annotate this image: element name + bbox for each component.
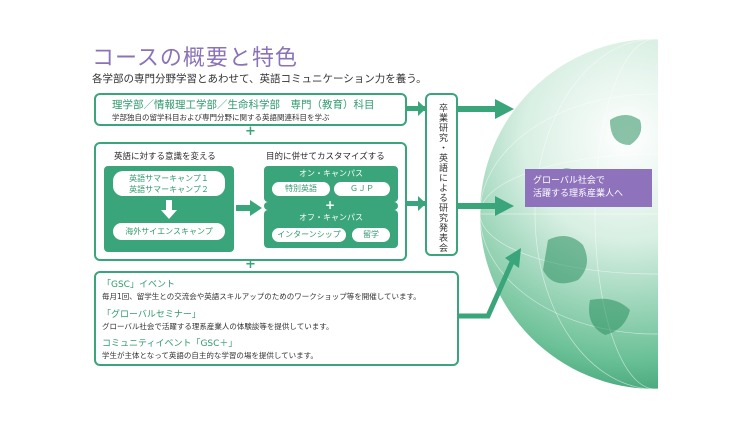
goal-badge: グローバル社会で 活躍する理系産業人へ bbox=[525, 169, 652, 207]
summer-camp-2: 英語サマーキャンプ２ bbox=[129, 185, 209, 194]
on-off-divider bbox=[264, 202, 398, 210]
off-campus-label: オフ・キャンパス bbox=[299, 213, 363, 222]
plus-icon: + bbox=[245, 257, 256, 272]
faculty-courses-box: 理学部／情報理工学部／生命科学部 専門（教育）科目 学部独自の留学科目および専門… bbox=[94, 93, 407, 126]
faculty-courses-title: 理学部／情報理工学部／生命科学部 専門（教育）科目 bbox=[112, 99, 375, 111]
goal-line-2: 活躍する理系産業人へ bbox=[533, 189, 624, 199]
camp-panel: 英語サマーキャンプ１ 英語サマーキャンプ２ 海外サイエンスキャンプ bbox=[104, 166, 234, 252]
gsc-events-box: 「GSC」イベント 毎月1回、留学生との交流会や英語スキルアップのためのワークシ… bbox=[94, 271, 459, 366]
plus-icon: + bbox=[245, 124, 256, 139]
research-presentation-box: 卒業研究・英語による研究発表会 bbox=[425, 93, 458, 256]
plus-icon-divider: + bbox=[325, 198, 336, 212]
awareness-heading: 英語に対する意識を変える bbox=[114, 152, 216, 162]
off-campus-panel: オフ・キャンパス インターンシップ 留学 bbox=[264, 210, 398, 248]
study-abroad-pill[interactable]: 留学 bbox=[352, 228, 390, 242]
global-seminar-desc: グローバル社会で活躍する理系産業人の体験談等を提供しています。 bbox=[102, 322, 334, 331]
on-campus-label: オン・キャンパス bbox=[299, 169, 363, 178]
goal-line-1: グローバル社会で bbox=[533, 176, 605, 186]
customize-heading: 目的に併せてカスタマイズする bbox=[266, 152, 385, 162]
special-english-pill[interactable]: 特別英語 bbox=[272, 182, 330, 196]
gjp-pill[interactable]: ＧＪＰ bbox=[334, 182, 390, 196]
page-title: コースの概要と特色 bbox=[92, 46, 298, 71]
down-arrow-icon bbox=[161, 200, 177, 219]
summer-camp-pill[interactable]: 英語サマーキャンプ１ 英語サマーキャンプ２ bbox=[113, 171, 225, 196]
right-arrow-icon bbox=[236, 200, 262, 216]
gsc-plus-desc: 学生が主体となって英語の自主的な学習の場を提供しています。 bbox=[102, 351, 318, 360]
internship-pill[interactable]: インターンシップ bbox=[272, 228, 346, 242]
english-program-box: 英語に対する意識を変える 目的に併せてカスタマイズする 英語サマーキャンプ１ 英… bbox=[94, 142, 407, 261]
science-camp-pill[interactable]: 海外サイエンスキャンプ bbox=[113, 223, 225, 240]
page-subtitle: 各学部の専門分野学習とあわせて、英語コミュニケーション力を養う。 bbox=[92, 73, 427, 85]
gsc-event-title: 「GSC」イベント bbox=[102, 280, 175, 290]
on-campus-panel: オン・キャンパス 特別英語 ＧＪＰ bbox=[264, 166, 398, 202]
research-presentation-label: 卒業研究・英語による研究発表会 bbox=[437, 103, 447, 253]
faculty-courses-desc: 学部独自の留学科目および専門分野に関する英語関連科目を学ぶ bbox=[112, 113, 330, 122]
global-seminar-title: 「グローバルセミナー」 bbox=[102, 310, 201, 320]
gsc-event-desc: 毎月1回、留学生との交流会や英語スキルアップのためのワークショップ等を開催してい… bbox=[102, 292, 421, 301]
gsc-plus-title: コミュニティイベント「GSC＋」 bbox=[102, 339, 238, 349]
summer-camp-1: 英語サマーキャンプ１ bbox=[129, 174, 209, 183]
